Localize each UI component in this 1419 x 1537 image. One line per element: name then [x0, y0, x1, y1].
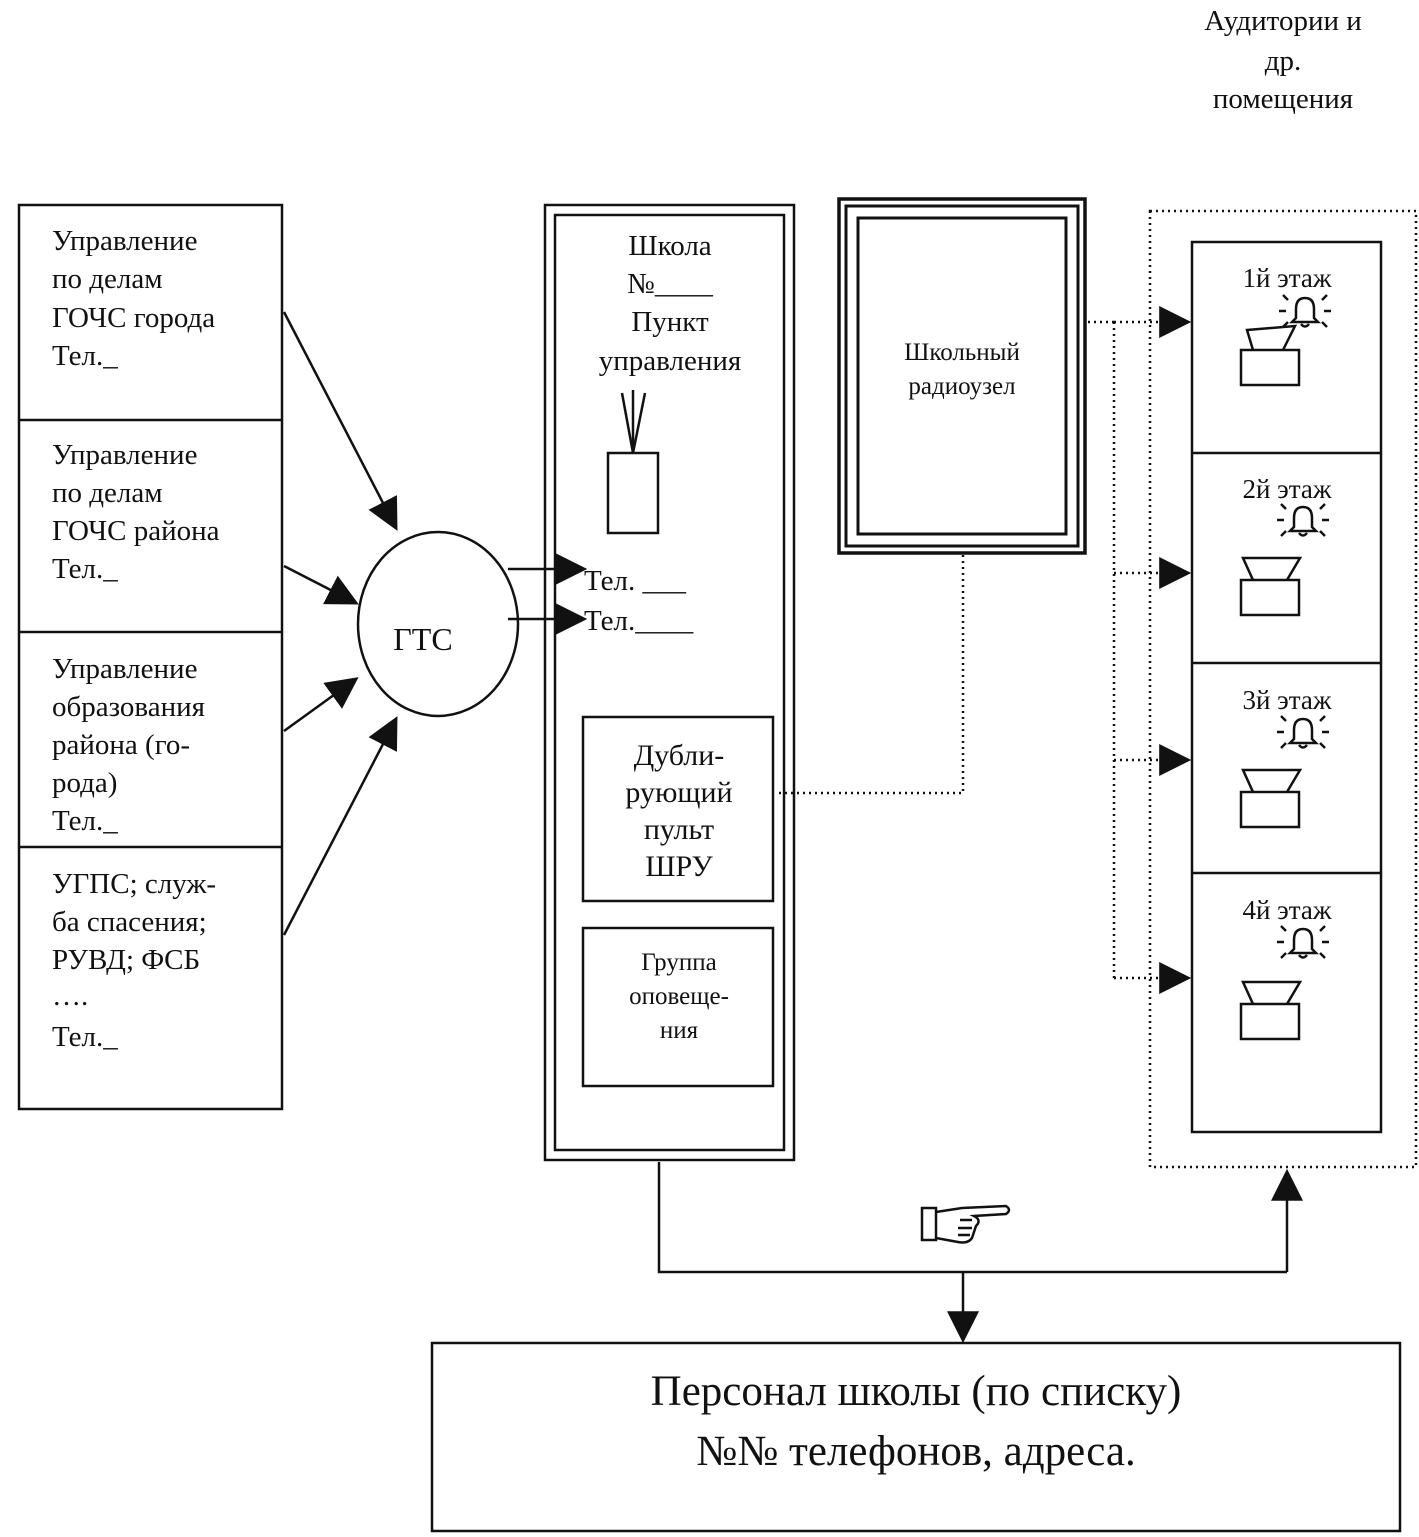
- arrow: [282, 716, 398, 936]
- floors-column: 1й этаж 2й этаж: [1190, 240, 1383, 1134]
- bell-icon: [1277, 925, 1329, 959]
- floors-frame: [1190, 240, 1383, 1134]
- backup-console-line: пульт: [644, 813, 714, 846]
- source-line: Управление: [52, 439, 197, 471]
- speaker-icon: [1239, 768, 1303, 829]
- floor-label: 3й этаж: [1242, 685, 1331, 715]
- rooms-frame: [1148, 209, 1418, 1169]
- source-line: района (го-: [52, 729, 190, 761]
- school-frame-inner: [553, 213, 786, 1152]
- school-title-line: Пункт: [631, 306, 709, 338]
- gts-node: ГТС: [356, 530, 520, 718]
- arrow: [283, 677, 359, 733]
- source-line: ГОЧС района: [52, 515, 220, 547]
- sources-stack: Управление по делам ГОЧС города Тел._ Уп…: [17, 203, 284, 1111]
- alert-group-line: оповеще-: [629, 983, 729, 1010]
- radio-frame-outer: [837, 197, 1087, 555]
- alert-group-line: ния: [660, 1017, 699, 1044]
- gts-label: ГТС: [393, 621, 452, 657]
- source-phone: Тел._: [52, 340, 118, 372]
- radio-frame-middle: [844, 204, 1080, 548]
- source-line: образования: [52, 691, 205, 723]
- backup-console-line: рующий: [625, 776, 732, 809]
- radio-frame-inner: [856, 216, 1068, 536]
- source-to-gts-arrows: [282, 311, 398, 936]
- backup-console-box: [581, 715, 775, 903]
- school-phone-2: Тел.____: [584, 605, 694, 637]
- sources-stack-frame: [17, 203, 284, 1111]
- radio-node-line: Школьный: [904, 339, 1020, 366]
- source-line: УГПС; служ-: [52, 868, 216, 900]
- source-line: ба спасения;: [52, 906, 207, 938]
- radio-to-floors-links: [1088, 306, 1192, 994]
- source-education-dept: Управление образования района (го- рода)…: [52, 653, 205, 837]
- rooms-caption: Аудитории и др. помещения: [1204, 5, 1362, 115]
- school-title-line: Школа: [628, 230, 711, 262]
- school-number: №____: [627, 268, 713, 300]
- staff-box-frame: [430, 1341, 1402, 1533]
- floor-1: 1й этаж: [1239, 263, 1332, 387]
- floor-label: 1й этаж: [1242, 263, 1331, 293]
- school-phone-1: Тел. ___: [584, 565, 686, 597]
- school-title-line: управления: [599, 345, 741, 377]
- school-radio-node: Школьный радиоузел: [837, 197, 1087, 555]
- source-phone: Тел._: [52, 1021, 118, 1053]
- source-line: по делам: [52, 477, 163, 509]
- source-line: РУВД; ФСБ: [52, 944, 200, 976]
- antenna-icon: [606, 390, 660, 535]
- gts-circle: [356, 530, 520, 718]
- radio-node-line: радиоузел: [908, 373, 1015, 400]
- alert-group: Группа оповеще- ния: [581, 926, 775, 1088]
- rooms-caption-line: Аудитории и: [1204, 5, 1362, 37]
- school-frame-outer: [543, 203, 796, 1162]
- rooms-caption-line: помещения: [1213, 83, 1353, 115]
- pointing-hand-icon: [920, 1204, 1011, 1244]
- source-line: по делам: [52, 263, 163, 295]
- speaker-icon: [1239, 556, 1303, 617]
- bell-icon: [1277, 503, 1329, 537]
- source-line: Управление: [52, 225, 197, 257]
- source-rescue-services: УГПС; служ- ба спасения; РУВД; ФСБ …. Те…: [52, 868, 216, 1053]
- arrow: [282, 311, 398, 531]
- rooms-caption-line: др.: [1265, 45, 1302, 77]
- source-line: Управление: [52, 653, 197, 685]
- floor-4: 4й этаж: [1239, 895, 1332, 1041]
- source-phone: Тел._: [52, 805, 118, 837]
- backup-console-line: ШРУ: [645, 850, 713, 883]
- staff-box: Персонал школы (по списку) №№ телефонов,…: [430, 1341, 1402, 1533]
- speaker-icon: [1239, 324, 1301, 387]
- floor-label: 4й этаж: [1242, 895, 1331, 925]
- alert-group-line: Группа: [641, 949, 716, 976]
- alert-group-box: [581, 926, 775, 1088]
- bottom-connectors: [657, 1162, 1303, 1344]
- floor-label: 2й этаж: [1242, 474, 1331, 504]
- floor-3: 3й этаж: [1239, 685, 1332, 829]
- bell-icon: [1279, 294, 1331, 328]
- source-district-emergency: Управление по делам ГОЧС района Тел._: [52, 439, 220, 585]
- backup-console: Дубли- рующий пульт ШРУ: [581, 715, 775, 903]
- source-line: ГОЧС города: [52, 302, 215, 334]
- connector-line: [657, 1162, 1287, 1274]
- arrow: [283, 564, 359, 605]
- source-line: ….: [52, 980, 88, 1012]
- source-phone: Тел._: [52, 553, 118, 585]
- source-city-emergency: Управление по делам ГОЧС города Тел._: [52, 225, 215, 372]
- backup-console-line: Дубли-: [634, 739, 725, 772]
- radio-to-console-link: [778, 555, 965, 795]
- school-control-point: Школа №____ Пункт управления Тел. ___ Те…: [543, 203, 796, 1162]
- source-line: рода): [52, 767, 117, 799]
- bell-icon: [1277, 715, 1329, 749]
- floor-2: 2й этаж: [1239, 474, 1332, 617]
- staff-subtitle: №№ телефонов, адреса.: [696, 1428, 1136, 1475]
- staff-title: Персонал школы (по списку): [651, 1368, 1182, 1415]
- speaker-icon: [1239, 980, 1303, 1041]
